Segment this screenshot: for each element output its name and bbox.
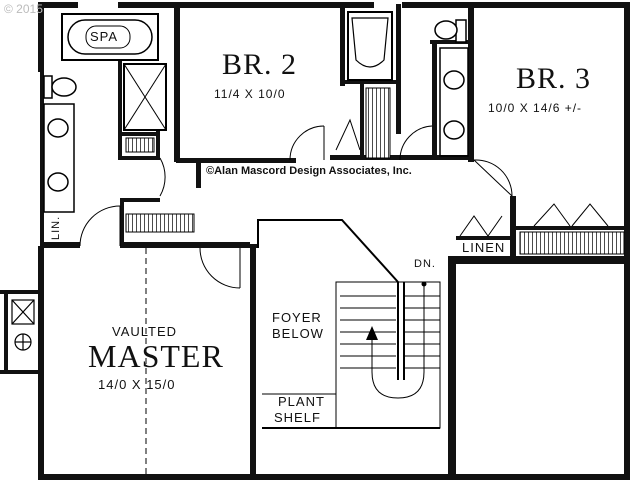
- newel-post: [421, 281, 427, 287]
- closet-shelves: [125, 87, 625, 255]
- copyright-notice: ©Alan Mascord Design Associates, Inc.: [206, 165, 412, 177]
- stairs: [257, 219, 441, 429]
- sink-icon: [43, 103, 75, 213]
- master-name: MASTER: [88, 338, 224, 374]
- br2-name: BR. 2: [222, 48, 298, 81]
- bathtub: [347, 11, 393, 81]
- plant-shelf-line1: PLANT: [278, 394, 325, 409]
- foyer-label-line2: BELOW: [272, 326, 324, 341]
- master-dims: 14/0 X 15/0: [98, 377, 176, 392]
- foyer-label-line1: FOYER: [272, 310, 322, 325]
- sink-icon: [439, 47, 469, 157]
- br3-name: BR. 3: [516, 62, 592, 95]
- br3-dims: 10/0 X 14/6 +/-: [488, 101, 583, 115]
- master-prefix: VAULTED: [112, 324, 178, 339]
- spa-tub: [61, 13, 159, 61]
- door-swings: [79, 118, 609, 289]
- toilet-icon: [434, 19, 467, 43]
- spa-label: SPA: [90, 29, 119, 44]
- down-label: DN.: [414, 258, 436, 270]
- br2-dims: 11/4 X 10/0: [214, 87, 286, 101]
- toilet-icon: [43, 75, 77, 99]
- copyright-corner: © 2015: [4, 2, 43, 16]
- plant-shelf-line2: SHELF: [274, 410, 321, 425]
- fireplace-icon: [11, 299, 35, 351]
- linen-closet-label: LIN.: [50, 215, 62, 240]
- shower-stall: [123, 63, 167, 131]
- linen-label: LINEN: [462, 240, 506, 255]
- stair-arrow-icon: [366, 326, 378, 340]
